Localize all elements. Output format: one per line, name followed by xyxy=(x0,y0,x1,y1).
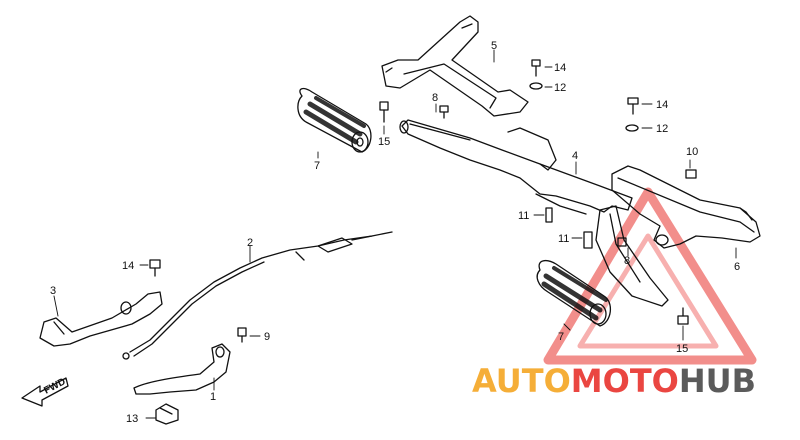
footpeg-rubber-lower xyxy=(536,259,611,327)
bracket-part-6 xyxy=(611,165,761,249)
watermark-part-hub: HUB xyxy=(679,362,756,400)
svg-text:AUTOMOTOHUB: AUTOMOTOHUB xyxy=(472,362,756,400)
footpeg-rubber-upper xyxy=(297,87,372,153)
fwd-arrow-icon xyxy=(21,377,69,407)
callout-8b: 8 xyxy=(624,255,630,267)
callout-8a: 8 xyxy=(432,92,438,104)
callout-3: 3 xyxy=(50,285,56,297)
watermark-part-auto: AUTO xyxy=(472,362,571,400)
callout-12b: 12 xyxy=(656,123,668,135)
callout-15b: 15 xyxy=(676,343,688,355)
callout-4: 4 xyxy=(572,150,578,162)
brake-cable-part-2 xyxy=(122,231,393,360)
callout-10: 10 xyxy=(686,146,698,158)
callout-11b: 11 xyxy=(558,233,569,245)
callout-15a: 15 xyxy=(378,136,390,148)
callout-12a: 12 xyxy=(554,82,566,94)
callout-1: 1 xyxy=(210,391,216,403)
callout-2: 2 xyxy=(247,237,253,249)
step-arm-lower xyxy=(595,205,669,307)
leader-lines xyxy=(53,49,737,419)
callout-7a: 7 xyxy=(314,160,320,172)
step-bar-part-4 xyxy=(399,119,633,215)
watermark-part-moto: MOTO xyxy=(571,362,679,400)
watermark-logo: AUTOMOTOHUB xyxy=(472,362,756,400)
callout-13: 13 xyxy=(126,413,138,425)
callout-14b: 14 xyxy=(656,99,668,111)
bolt-hardware xyxy=(149,59,697,343)
callout-6: 6 xyxy=(734,261,740,273)
callout-11a: 11 xyxy=(518,210,529,222)
callout-5: 5 xyxy=(491,40,497,52)
callout-9: 9 xyxy=(264,331,270,343)
callout-7b: 7 xyxy=(558,331,564,343)
bracket-part-5 xyxy=(381,15,529,117)
pin-part-13 xyxy=(155,403,179,425)
callout-14c: 14 xyxy=(122,260,134,272)
callout-14a: 14 xyxy=(554,62,566,74)
watermark-triangle xyxy=(543,187,757,365)
pedal-part-3 xyxy=(39,291,163,347)
lever-part-1 xyxy=(133,343,231,395)
